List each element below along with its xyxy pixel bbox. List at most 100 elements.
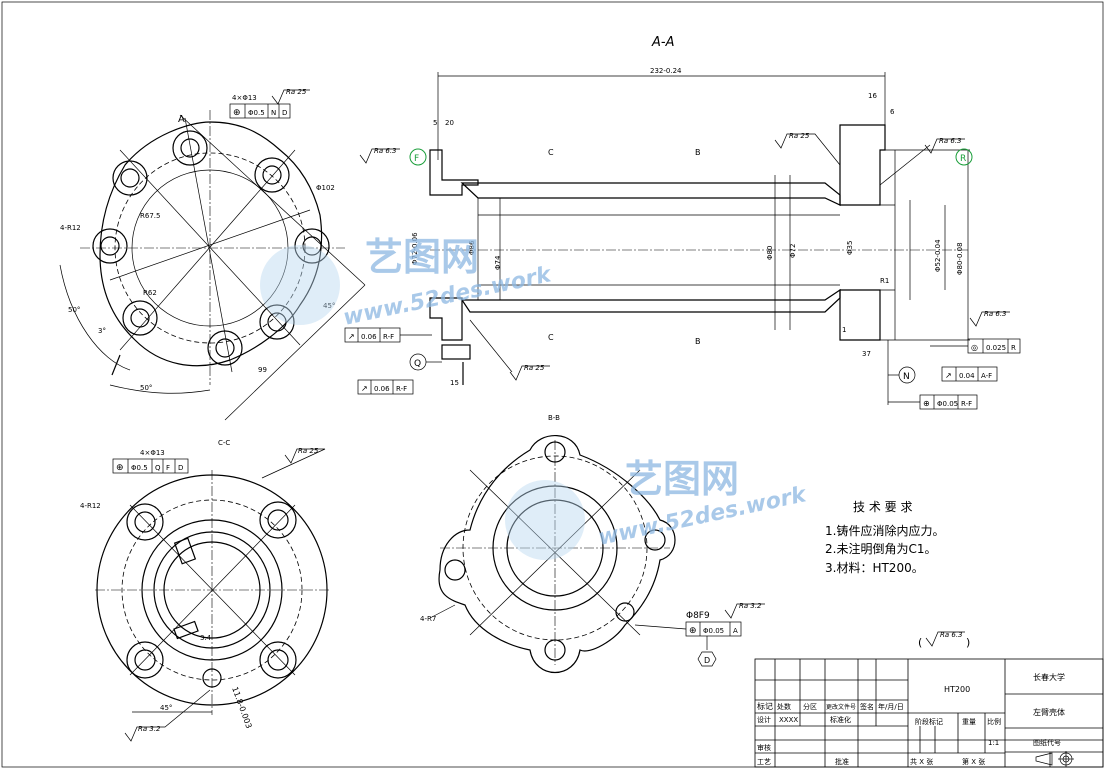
tb-part-name: 左臂壳体	[1033, 707, 1065, 717]
dim-phi80b: Φ80-0.08	[956, 242, 964, 275]
tolerance-position-3: ⊕ Φ0.05 A	[634, 621, 742, 650]
tb-material: HT200	[944, 685, 970, 694]
tb-design-name: XXXX	[779, 716, 798, 724]
dim-phi72: Φ72	[789, 244, 797, 258]
dim-phi86: Φ86	[468, 240, 476, 255]
watermark-1: 艺图网 www.52des.work	[260, 235, 555, 331]
tb-scale-label: 比例	[987, 717, 1001, 726]
svg-text:Q: Q	[155, 464, 161, 472]
tb-process: 工艺	[757, 758, 771, 766]
svg-text:A-F: A-F	[981, 372, 992, 380]
section-title: A-A	[651, 35, 674, 50]
tolerance-runout-3: ↗ 0.04 A-F	[941, 366, 998, 382]
roughness-mark-5: Ra 25	[469, 319, 550, 381]
label-section-cc: C-C	[218, 439, 230, 447]
svg-text:Φ0.5: Φ0.5	[248, 109, 265, 117]
svg-text:Ra 6.3: Ra 6.3	[939, 137, 962, 145]
roughness-mark-cc-2: Ra 3.2	[124, 689, 211, 742]
datum-f: F	[409, 148, 427, 166]
dim-phi72h: Φ72-0.06	[411, 232, 419, 265]
label-section-bb: B-B	[548, 414, 560, 422]
dim-16: 16	[868, 92, 877, 100]
svg-text:N: N	[271, 109, 276, 117]
dim-5: 5	[433, 119, 437, 127]
tb-mark-4: 签名	[860, 702, 874, 711]
cut-label-a: A	[178, 114, 185, 125]
svg-text:Ra 6.3: Ra 6.3	[374, 147, 397, 155]
cut-label-c-bottom: C	[548, 333, 554, 342]
dim-99: 99	[258, 366, 267, 374]
flange-view-cc	[95, 470, 330, 715]
tb-mark-0: 标记	[757, 701, 773, 711]
flange-view-bb	[429, 435, 676, 673]
roughness-mark-4: Ra 6.3	[969, 310, 1010, 327]
dim-6: 6	[890, 108, 895, 116]
roughness-mark-1: Ra 6.3	[359, 147, 400, 164]
tb-weight-label: 重量	[962, 718, 976, 726]
dim-four-r7: 4-R7	[420, 615, 436, 623]
svg-text:Ra 25: Ra 25	[298, 447, 319, 455]
roughness-mark-bb: Ra 3.2	[724, 602, 765, 619]
dim-overall-length: 232-0.24	[650, 67, 682, 75]
svg-text:↗: ↗	[361, 384, 368, 393]
svg-text:Ra 3.2: Ra 3.2	[138, 725, 161, 733]
dim-key: 3.4	[200, 634, 212, 642]
svg-text:R-F: R-F	[396, 385, 407, 393]
tolerance-position-4: ⊕ Φ0.05 R-F	[888, 394, 978, 410]
tolerance-frame-2: ⊕ Φ0.5 Q F D	[112, 458, 189, 474]
svg-text:0.04: 0.04	[959, 372, 975, 380]
svg-text:↗: ↗	[945, 371, 952, 380]
flange-view-front	[59, 110, 366, 421]
datum-q: Q	[409, 353, 442, 371]
dim-phi52: Φ52-0.04	[934, 239, 942, 272]
tb-mark-5: 年/月/日	[878, 702, 904, 711]
svg-text:D: D	[704, 656, 710, 665]
svg-text:F: F	[414, 154, 419, 164]
notes-title: 技 术 要 求	[853, 500, 912, 514]
svg-text:A: A	[733, 627, 738, 635]
dim-phi102: Φ102	[316, 184, 335, 192]
dim-37: 37	[862, 350, 871, 358]
svg-text:F: F	[166, 464, 170, 472]
svg-text:Ra 25: Ra 25	[789, 132, 810, 140]
general-roughness: ( Ra 6.3 )	[918, 631, 970, 649]
main-section-view	[429, 72, 970, 385]
dim-angle3: 3°	[98, 327, 106, 335]
watermark-2: 艺图网 www.52des.work	[505, 457, 810, 560]
svg-text:⊕: ⊕	[116, 463, 124, 473]
dim-r62: R62	[143, 289, 157, 297]
datum-d: D	[697, 651, 717, 667]
tolerance-runout-2: ↗ 0.06 R-F	[357, 379, 414, 395]
svg-text:Ra 6.3: Ra 6.3	[940, 631, 963, 639]
tolerance-runout-1: ↗ 0.06 R-F	[344, 327, 432, 343]
cut-label-c-top: C	[548, 148, 554, 157]
dim-angle50b: 50°	[140, 384, 152, 392]
dim-angle50a: 50°	[68, 306, 80, 314]
svg-text:): )	[966, 636, 970, 649]
cut-label-b-bottom: B	[695, 337, 701, 346]
svg-text:Ra 25: Ra 25	[524, 364, 545, 372]
svg-text:0.06: 0.06	[361, 333, 377, 341]
roughness-mark-3: Ra 6.3	[879, 137, 965, 186]
tb-mark-3: 更改文件号	[826, 703, 856, 711]
dim-20: 20	[445, 119, 454, 127]
dim-phi35: Φ35	[846, 241, 854, 255]
svg-text:0.025: 0.025	[986, 344, 1006, 352]
svg-text:◎: ◎	[971, 343, 978, 352]
svg-text:⊕: ⊕	[923, 399, 930, 408]
svg-text:D: D	[178, 464, 183, 472]
svg-text:R-F: R-F	[961, 400, 972, 408]
svg-text:0.06: 0.06	[374, 385, 390, 393]
dim-1: 1	[842, 326, 846, 334]
svg-text:艺图网: 艺图网	[365, 235, 479, 279]
datum-n: N	[887, 340, 916, 405]
svg-text:Φ0.05: Φ0.05	[703, 627, 724, 635]
svg-text:D: D	[282, 109, 287, 117]
tb-school: 长春大学	[1033, 672, 1065, 682]
dim-phi80: Φ80	[766, 246, 774, 260]
roughness-mark-flange: Ra 25	[271, 88, 310, 105]
svg-text:艺图网: 艺图网	[625, 457, 739, 501]
svg-text:↗: ↗	[348, 332, 355, 341]
